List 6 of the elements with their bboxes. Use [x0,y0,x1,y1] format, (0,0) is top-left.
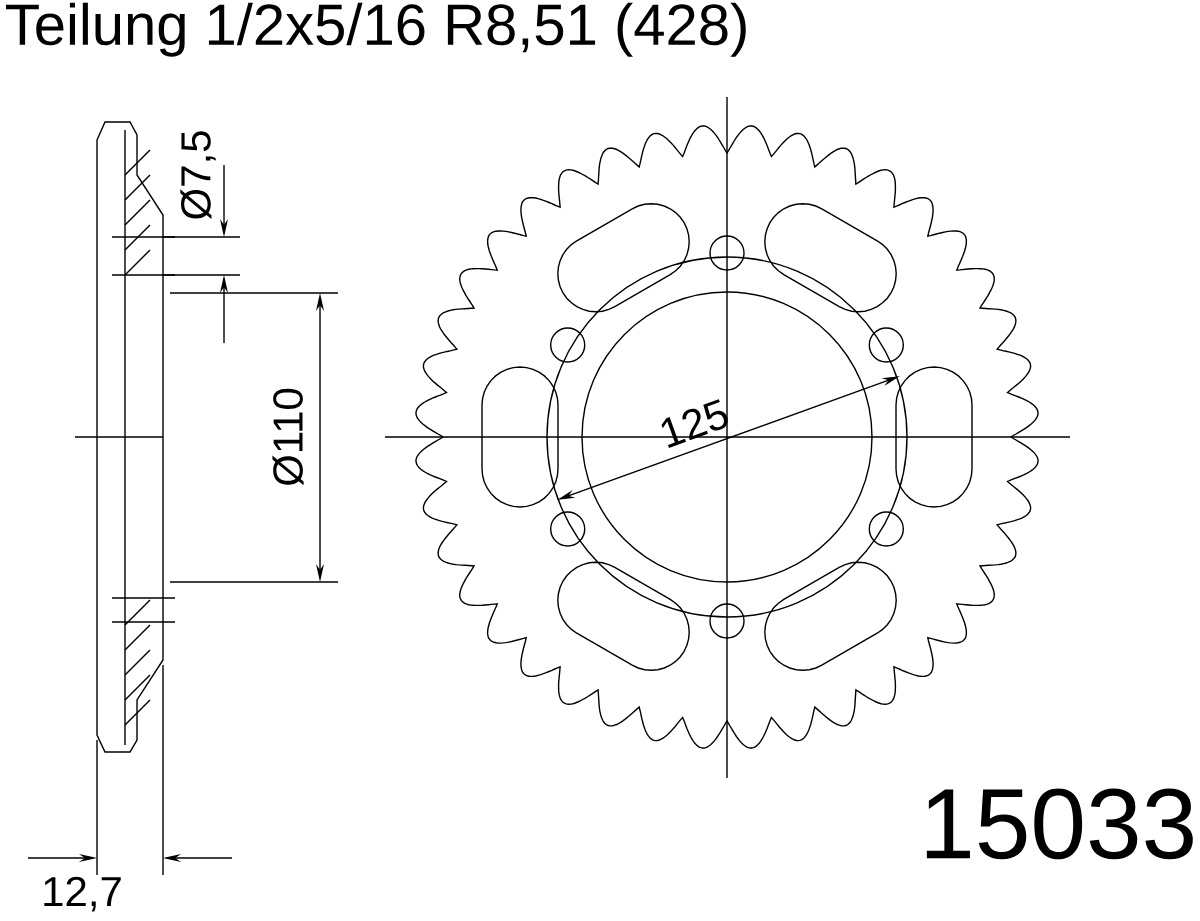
dimension-text: Ø110 [272,388,304,486]
dimension-text: Ø7,5 [180,131,216,220]
title: Teilung 1/2x5/16 R8,51 (428) [6,2,746,57]
part-number: 15033 [926,788,1193,860]
dimension-text: 12,7 [44,876,121,912]
dimension-text: 125 [661,399,728,448]
